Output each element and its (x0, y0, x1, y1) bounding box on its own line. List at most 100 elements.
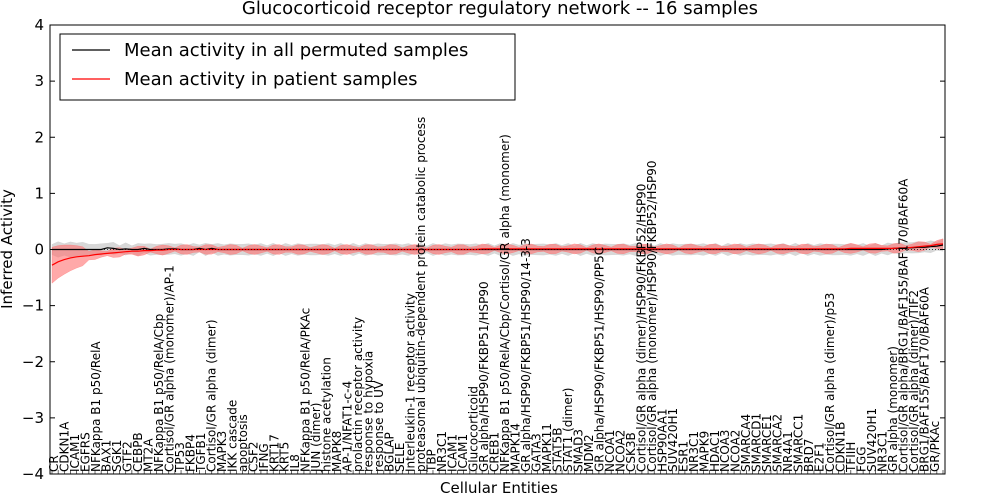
x-tick-label: apoptosis (236, 414, 250, 472)
x-tick-label: IL8 (288, 454, 302, 472)
x-tick-label: ICAM1 (68, 434, 82, 472)
y-tick-label: −2 (22, 353, 44, 371)
x-tick-label: IKK cascade (225, 400, 239, 472)
x-tick-label: GR alpha/HSP90/FKBP51/HSP90/PP5C (592, 247, 606, 472)
x-tick-label: NR3C1 (876, 431, 890, 472)
y-tick-label: −3 (22, 409, 44, 427)
x-tick-label: EGFRS (79, 432, 93, 472)
x-tick-label: KRT5 (278, 442, 292, 472)
y-tick-label: 2 (34, 128, 44, 146)
x-tick-label: response to UV (372, 380, 386, 472)
x-tick-label: NCOA3 (718, 430, 732, 472)
x-tick-label: IFNG (257, 443, 271, 472)
x-tick-label: SMARCC1 (792, 414, 806, 472)
x-tick-label: CREB1 (488, 432, 502, 472)
x-tick-label: MT2A (141, 438, 155, 472)
x-tick-label: TP53 (173, 442, 187, 473)
x-tick-label: SGK1 (110, 440, 124, 472)
x-tick-label: GTF2 (120, 441, 134, 472)
chart-title: Glucocorticoid receptor regulatory netwo… (242, 0, 758, 19)
x-tick-label: ESR1 (676, 441, 690, 472)
x-tick-label: SELE (393, 443, 407, 472)
x-tick-label: CEBPB (131, 432, 145, 472)
x-tick-label: NR4A1 (781, 431, 795, 472)
x-tick-label: GR/PKAc (928, 421, 942, 472)
x-tick-label: Cortisol/GR alpha (monomer)/AP-1 (162, 265, 176, 472)
x-tick-label: NCOA2 (729, 430, 743, 472)
x-tick-label: SMARCA2 (771, 414, 785, 472)
x-tick-label: Cortisol/GR alpha (dimer)/TIF2 (907, 290, 921, 472)
x-tick-label: CDKN1A (58, 421, 72, 472)
x-tick-label: SMARCD1 (750, 413, 764, 472)
x-tick-label: response to hypoxia (362, 351, 376, 472)
x-tick-label: NCOA1 (603, 430, 617, 472)
y-axis-ticks: −4 −3 −2 −1 0 1 2 3 4 (22, 16, 945, 483)
x-tick-label: NR3C1 (435, 431, 449, 472)
x-tick-label: SUV420H1 (865, 408, 879, 472)
x-tick-label: GR alpha/HSP90/FKBP51/HSP90/14-3-3 (519, 238, 533, 472)
x-tick-label: SMAD3 (571, 429, 585, 472)
y-axis-label: Inferred Activity (0, 189, 16, 309)
x-tick-label: TFIIH (844, 442, 858, 473)
x-tick-label: HSP90AA1 (655, 408, 669, 472)
y-tick-label: 3 (34, 72, 44, 90)
x-tick-label: FGG (855, 447, 869, 473)
x-tick-label: GR alpha (monomer) (886, 346, 900, 472)
legend-patient-label: Mean activity in patient samples (124, 69, 418, 90)
x-tick-label: Interleukin-1 receptor activity (404, 293, 418, 472)
legend-permuted-label: Mean activity in all permuted samples (124, 40, 468, 61)
y-tick-label: 4 (34, 16, 44, 34)
x-tick-label: CDKN1B (834, 422, 848, 472)
x-tick-label: Cortisol/GR alpha (monomer)/HSP90/FKBP52… (645, 161, 659, 472)
y-tick-label: 0 (34, 241, 44, 259)
x-tick-label: proteasomal ubiquitin-dependent protein … (414, 117, 428, 472)
x-tick-label: MAPK9 (697, 431, 711, 472)
x-tick-label: MDM2 (582, 434, 596, 472)
x-tick-label: SMARCE1 (760, 414, 774, 472)
x-tick-label: BRG1/BAF155/BAF170/BAF60A (918, 286, 932, 472)
x-tick-label: GR alpha/HSP90/FKBP51/HSP90 (477, 281, 491, 472)
x-tick-label: BRD7 (802, 439, 816, 472)
x-tick-label: GATA3 (530, 433, 544, 472)
x-tick-label: CSK3B (624, 432, 638, 472)
x-tick-label: SUV420H1 (666, 408, 680, 472)
x-tick-label: prolactin receptor activity (351, 317, 365, 472)
x-tick-label: E2F1 (813, 442, 827, 472)
plot-frame (49, 24, 946, 475)
x-tick-label: FKBP4 (183, 434, 197, 472)
y-tick-label: −1 (22, 297, 44, 315)
x-tick-label: Cortisol/GR alpha (dimer)/HSP90/FKBP52/H… (634, 184, 648, 472)
x-axis-label: Cellular Entities (440, 479, 558, 497)
x-tick-label: NFKappa B1 p50/RelA/PKAc (299, 308, 313, 472)
x-tick-label: CSF2 (246, 441, 260, 472)
x-tick-label: JUN (dimer) (309, 403, 323, 473)
x-tick-label: NFKappa B1 p50/RelA/Cbp (152, 314, 166, 472)
legend: Mean activity in all permuted samples Me… (59, 33, 516, 101)
x-tick-label: ICAM1 (456, 434, 470, 472)
x-tick-label: Cortisol/GR alpha/BRG1/BAF155/BAF170/BAF… (897, 178, 911, 472)
x-tick-label: MAPK3 (215, 431, 229, 472)
x-tick-label: NR3C1 (687, 431, 701, 472)
x-tick-label: Cortisol/GR alpha (dimer)/p53 (823, 293, 837, 472)
x-tick-label: BGLAP (383, 432, 397, 472)
x-tick-label: NCOA2 (613, 430, 627, 472)
y-tick-label: −4 (22, 465, 44, 483)
y-tick-label: 1 (34, 184, 44, 202)
x-tick-label: STAT1 (dimer) (561, 388, 575, 472)
x-tick-label: MAPK8 (330, 431, 344, 472)
x-tick-label: STAT5B (550, 428, 564, 473)
x-tick-label: NFKappa B1 p50/RelA (89, 341, 103, 472)
x-tick-label: MAPK14 (509, 423, 523, 472)
x-tick-label: TGFB1 (194, 433, 208, 473)
x-tick-label: NFKappa B1 p50/RelA/Cbp/Cortisol/GR alph… (498, 134, 512, 472)
legend-box (59, 33, 516, 101)
x-tick-label: ICAM1 (446, 434, 460, 472)
x-tick-label: TBP (425, 449, 439, 473)
x-tick-label: Glucocorticoid (467, 386, 481, 472)
x-tick-label: Cortisol/GR alpha (dimer) (204, 319, 218, 472)
x-tick-label: MAPK11 (540, 423, 554, 472)
x-tick-label: AP-1/NFAT1-c-4 (341, 381, 355, 472)
x-tick-label: BAX1 (99, 440, 113, 472)
